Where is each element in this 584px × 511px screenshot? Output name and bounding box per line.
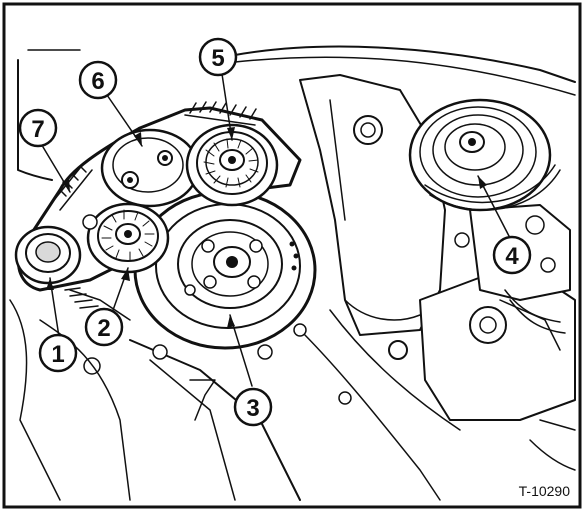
callout-6-label: 6 — [91, 68, 104, 95]
callout-1-label: 1 — [51, 341, 64, 368]
engine-block — [9, 45, 576, 501]
callout-7: 7 — [18, 108, 58, 148]
callout-4-label: 4 — [505, 243, 519, 270]
figure-reference-code: T-10290 — [519, 483, 571, 499]
pulley-3 — [133, 190, 317, 350]
callout-6: 6 — [78, 60, 118, 100]
pulley-5 — [185, 123, 279, 207]
callout-2-label: 2 — [97, 315, 110, 342]
pulley-1 — [14, 225, 82, 285]
pulley-2 — [82, 202, 170, 274]
callout-1: 1 — [38, 333, 78, 373]
pulley-6 — [100, 128, 200, 208]
callout-5: 5 — [198, 37, 238, 77]
callout-3: 3 — [233, 387, 273, 427]
callout-2: 2 — [84, 307, 124, 347]
callout-3-label: 3 — [246, 395, 259, 422]
callout-7-label: 7 — [31, 116, 44, 143]
callout-4: 4 — [492, 235, 532, 275]
pulley-4 — [408, 98, 561, 212]
callout-5-label: 5 — [211, 45, 224, 72]
